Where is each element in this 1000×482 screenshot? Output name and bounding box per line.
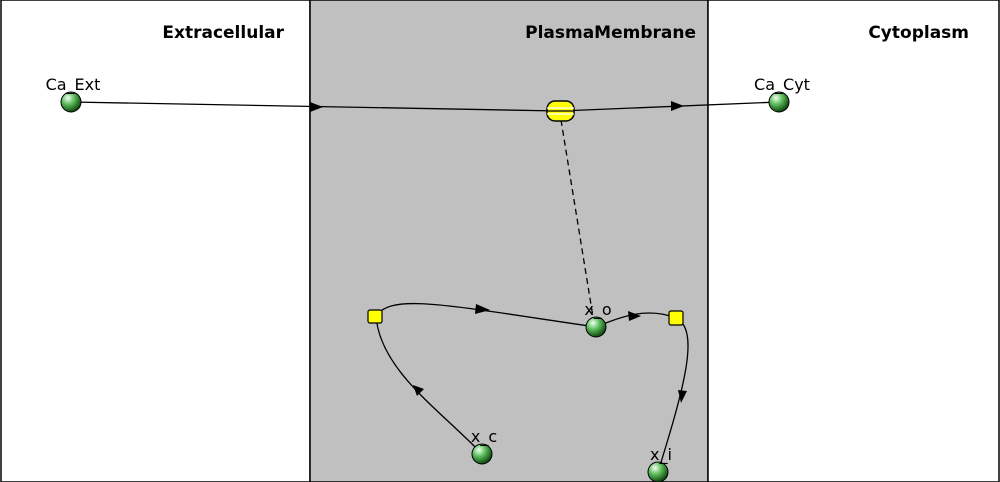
compartment-plasma-membrane[interactable]: PlasmaMembrane (309, 0, 709, 482)
species-x-c[interactable]: x_c (471, 427, 497, 465)
species-x-c-label: x_c (471, 427, 497, 447)
species-x-i[interactable]: x_i (647, 445, 672, 482)
edge-arrowhead (678, 390, 687, 403)
reaction-node-inactivate[interactable] (668, 310, 684, 326)
species-x-o[interactable]: x_o (584, 300, 612, 338)
species-x-i-label: x_i (650, 445, 672, 465)
compartment-extracellular-label: Extracellular (162, 23, 284, 43)
species-ca-ext-label: Ca_Ext (46, 75, 101, 95)
species-ca-cyt-label: Ca_Cyt (754, 75, 810, 95)
compartment-extracellular[interactable]: Extracellular (0, 0, 311, 482)
edge-reaction-to-x-o[interactable] (375, 302, 597, 328)
reaction-node-transport[interactable] (546, 100, 575, 122)
edge-transport-to-ca-cyt[interactable] (559, 101, 780, 112)
cycle-edges (375, 302, 689, 473)
species-ca-cyt[interactable]: Ca_Cyt (754, 75, 810, 113)
edge-arrowhead (628, 311, 641, 321)
edge-arrowhead (310, 102, 323, 112)
compartment-plasma-membrane-label: PlasmaMembrane (525, 23, 696, 43)
reaction-node-close[interactable] (367, 309, 383, 324)
edge-arrowhead (671, 101, 684, 111)
species-x-o-label: x_o (584, 300, 611, 320)
edge-arrowhead (475, 304, 490, 314)
compartment-cytoplasm[interactable]: Cytoplasm (707, 0, 1000, 482)
species-ca-ext[interactable]: Ca_Ext (46, 75, 101, 113)
edge-arrowhead (413, 385, 424, 396)
compartment-cytoplasm-label: Cytoplasm (868, 23, 969, 43)
edge-modifier-x-o[interactable] (560, 119, 595, 324)
transport-edges (70, 101, 780, 324)
